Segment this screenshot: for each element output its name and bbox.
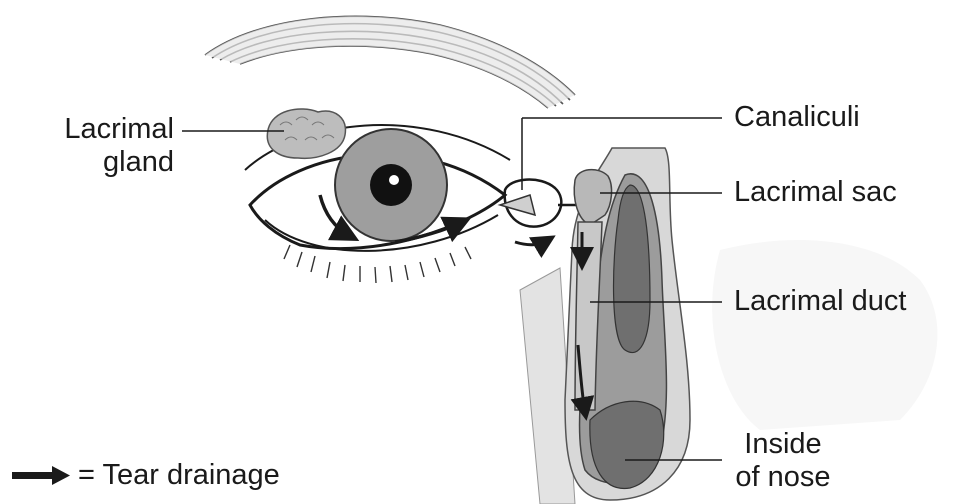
label-inside-of-nose-line-1: Inside: [728, 428, 838, 461]
pupil-highlight: [389, 175, 399, 185]
label-canaliculi: Canaliculi: [734, 101, 860, 134]
label-lacrimal-gland-line-1: Lacrimal: [24, 113, 174, 146]
label-lacrimal-sac: Lacrimal sac: [734, 176, 897, 209]
background-shape: [712, 240, 937, 430]
label-inside-of-nose-line-2: of nose: [728, 461, 838, 494]
lacrimal-gland-shape: [267, 109, 345, 158]
eyebrow-fill: [205, 16, 575, 108]
legend-label: = Tear drainage: [78, 459, 280, 492]
label-lacrimal-gland: Lacrimal gland: [24, 113, 174, 179]
label-lacrimal-gland-line-2: gland: [24, 146, 174, 179]
label-lacrimal-duct: Lacrimal duct: [734, 285, 906, 318]
pupil: [370, 164, 412, 206]
tear-path-arrow-3: [515, 240, 548, 245]
legend-arrow-icon: [12, 466, 70, 485]
nasal-cavity-inner: [614, 185, 650, 353]
label-inside-of-nose: Inside of nose: [728, 428, 838, 494]
